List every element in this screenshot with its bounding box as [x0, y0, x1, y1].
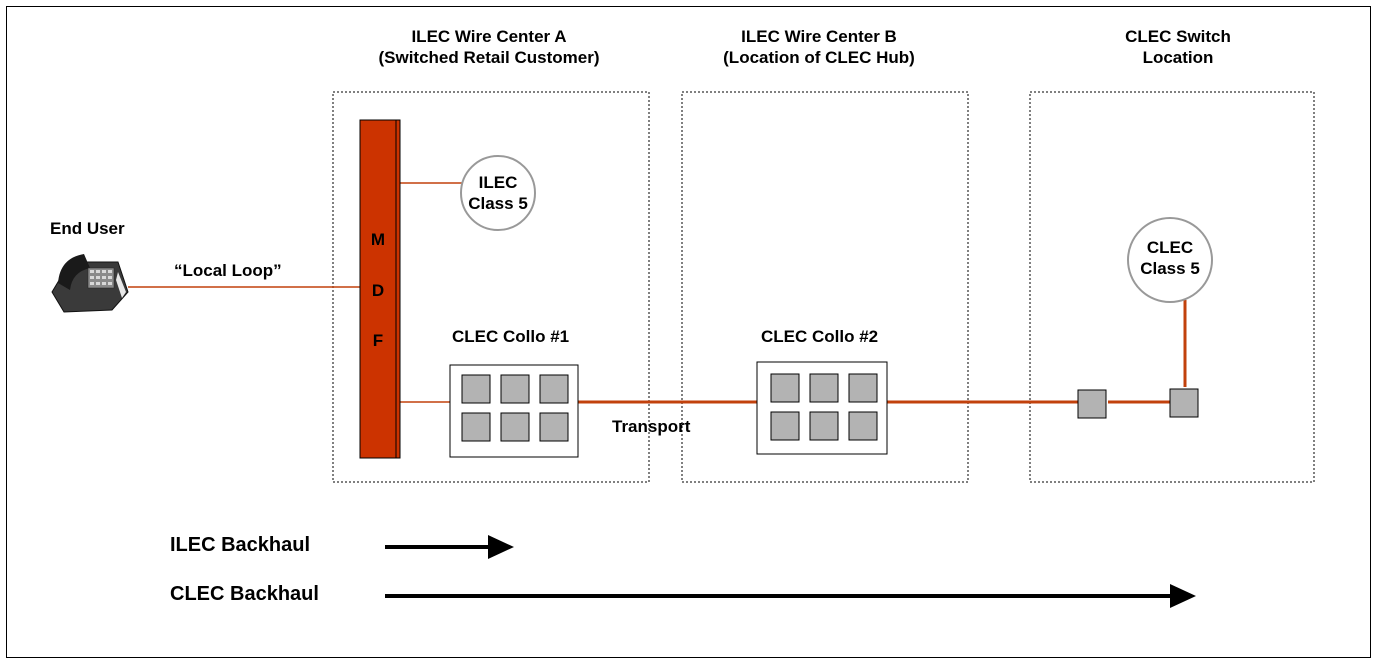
collo2-module	[770, 411, 800, 441]
collo1-module	[500, 374, 530, 404]
collo2-label: CLEC Collo #2	[761, 327, 879, 346]
clec-switch-title-line2: Location	[1142, 48, 1214, 67]
collo1-module	[461, 374, 491, 404]
clec-switch-box	[1029, 91, 1315, 483]
wire-center-b-title-line2: (Location of CLEC Hub)	[723, 48, 915, 67]
clec-backhaul-label: CLEC Backhaul	[170, 583, 319, 605]
collo1-label: CLEC Collo #1	[452, 327, 570, 346]
ilec-class5-label: ILEC Class 5	[468, 172, 528, 214]
end-user-label: End User	[50, 219, 125, 238]
diagram-frame	[6, 6, 1371, 658]
ilec-class5-line2: Class 5	[468, 194, 528, 213]
clec-class5-label: CLEC Class 5	[1140, 237, 1200, 279]
mdf-letter-f: F	[372, 331, 384, 350]
clec-switch-title: CLEC Switch Location	[1125, 26, 1231, 68]
wire-center-a-title-line1: ILEC Wire Center A	[411, 27, 567, 46]
switch-port	[1169, 388, 1199, 418]
local-loop-label: “Local Loop”	[174, 261, 282, 280]
collo2-module	[770, 373, 800, 403]
collo2-module	[809, 373, 839, 403]
clec-class5-line2: Class 5	[1140, 259, 1200, 278]
collo2-module	[848, 373, 878, 403]
ilec-backhaul-arrow	[385, 535, 514, 559]
switch-port	[1077, 389, 1107, 419]
mdf-frame	[359, 119, 401, 459]
clec-class5-switch	[1127, 217, 1213, 303]
clec-class5-line1: CLEC	[1146, 238, 1194, 257]
collo1-modules	[461, 374, 569, 442]
clec-switch-title-line1: CLEC Switch	[1125, 27, 1231, 46]
collo1-module	[539, 412, 569, 442]
telephone-icon	[51, 254, 129, 313]
collo2-module	[848, 411, 878, 441]
wire-center-b-box	[681, 91, 969, 483]
clec-backhaul-arrow	[385, 584, 1196, 608]
collo1-module	[461, 412, 491, 442]
ilec-class5-switch	[460, 155, 536, 231]
ilec-class5-line1: ILEC	[478, 173, 518, 192]
wire-center-b-title: ILEC Wire Center B (Location of CLEC Hub…	[723, 26, 915, 68]
wire-center-a-title-line2: (Switched Retail Customer)	[378, 48, 600, 67]
collo2-module	[809, 411, 839, 441]
wire-center-a-title: ILEC Wire Center A (Switched Retail Cust…	[378, 26, 599, 68]
collo2-modules	[770, 373, 878, 441]
transport-label: Transport	[612, 417, 691, 436]
collo1-module	[539, 374, 569, 404]
mdf-letter-d: D	[371, 281, 385, 300]
collo1-module	[500, 412, 530, 442]
mdf-letter-m: M	[370, 230, 386, 249]
wire-center-b-title-line1: ILEC Wire Center B	[741, 27, 897, 46]
ilec-backhaul-label: ILEC Backhaul	[170, 534, 311, 556]
